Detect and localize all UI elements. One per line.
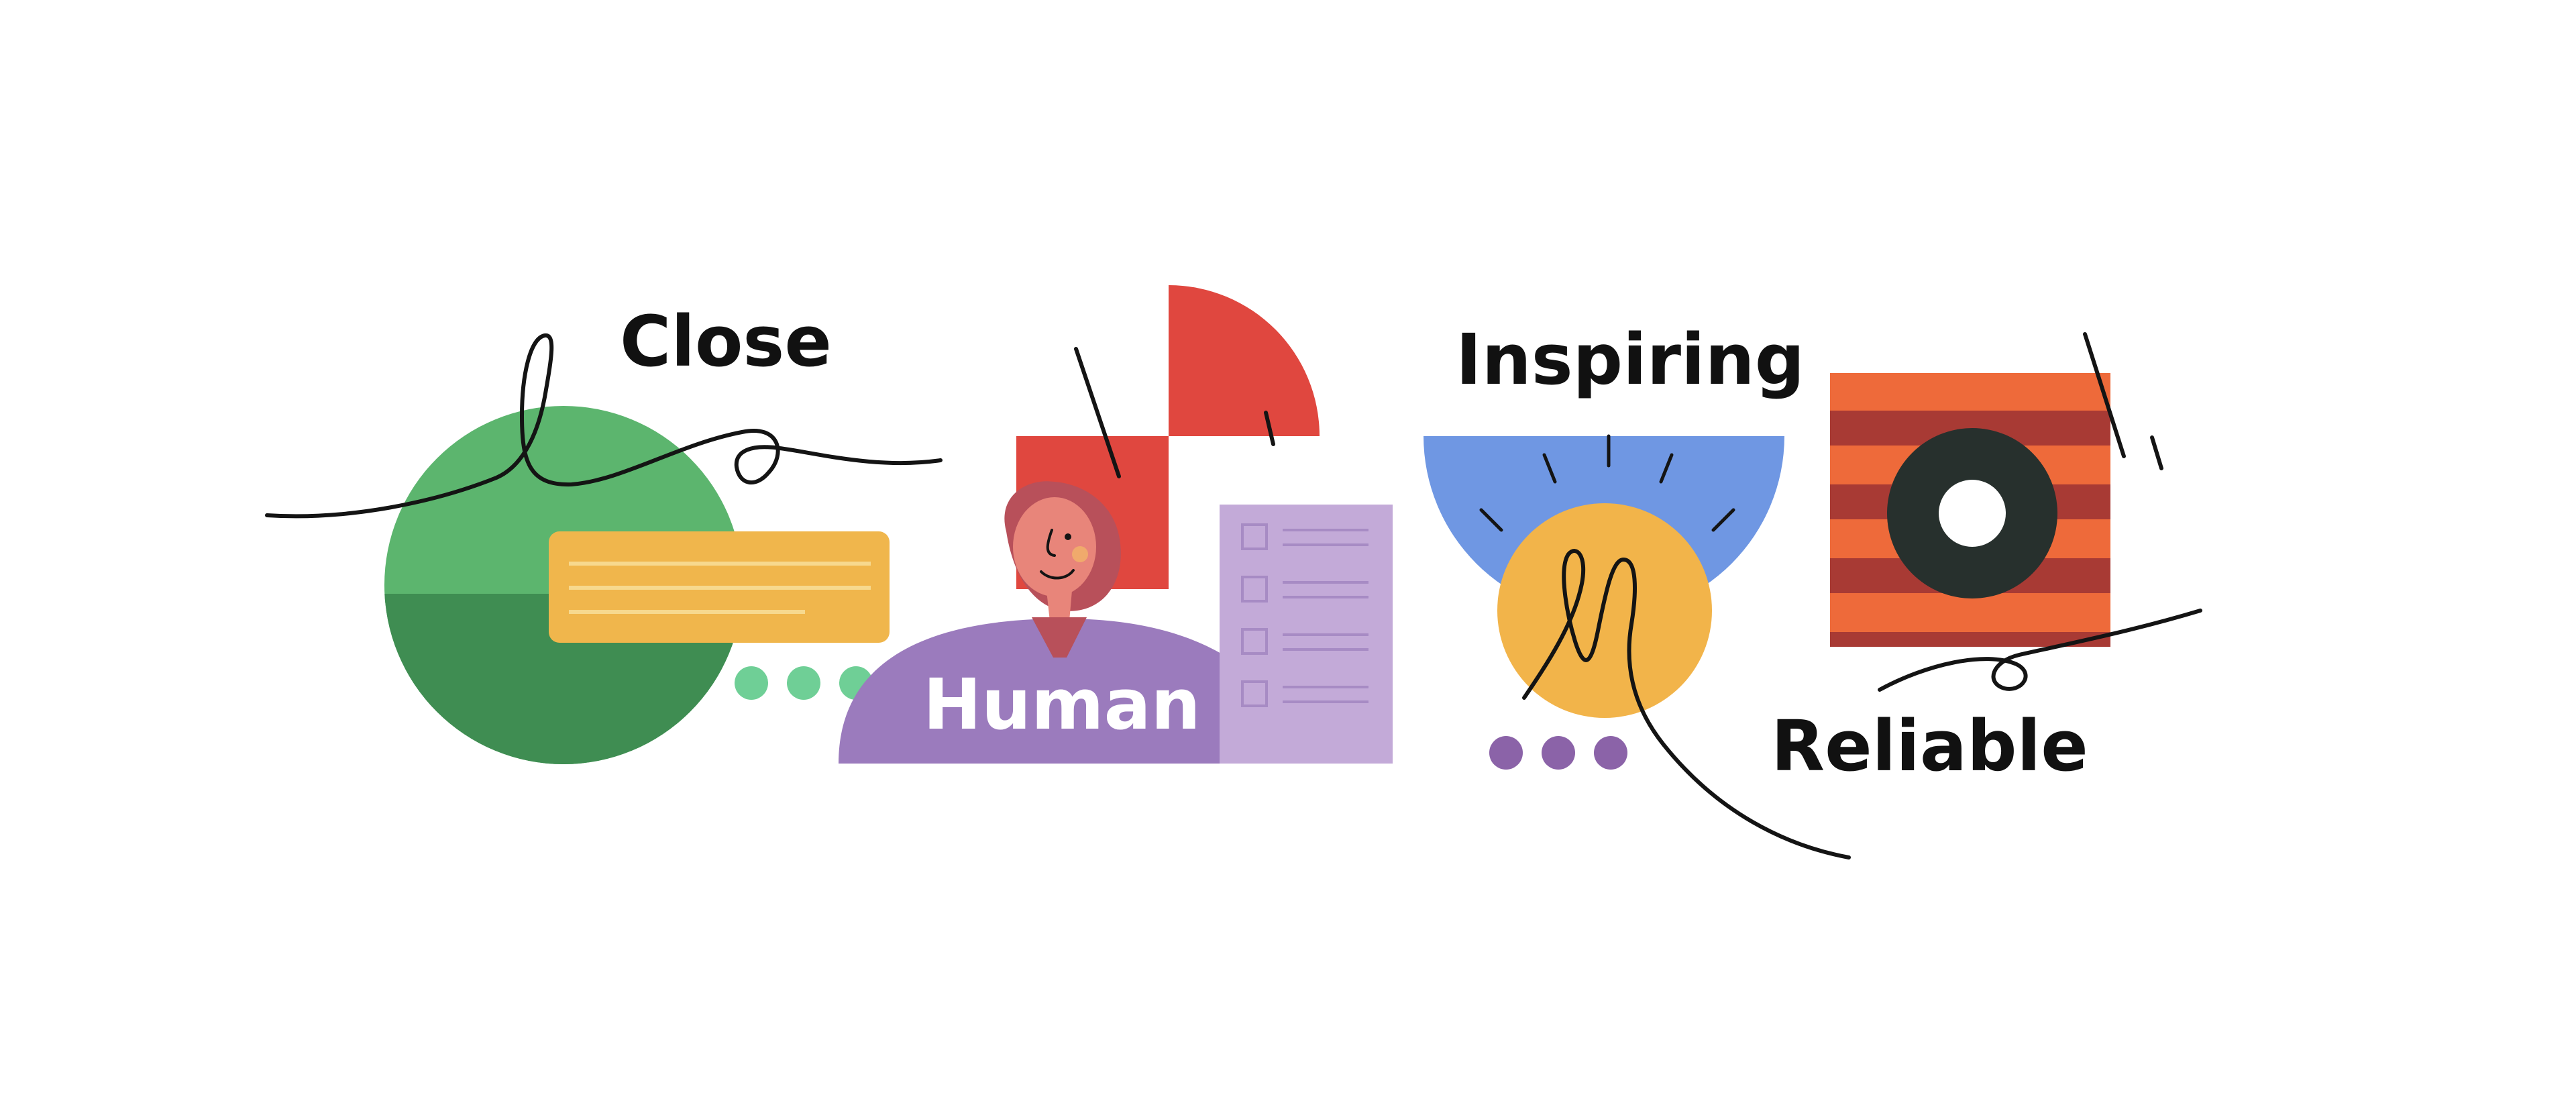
checkbox-4 bbox=[1241, 680, 1268, 707]
human-stroke-long bbox=[1074, 347, 1121, 478]
typing-dot-1 bbox=[735, 666, 768, 700]
reliable-stroke-short bbox=[2150, 435, 2163, 470]
close-squiggle-line bbox=[265, 333, 943, 519]
gold-bulb bbox=[1497, 503, 1712, 718]
person-cheek bbox=[1072, 546, 1088, 562]
human-label: Human bbox=[923, 664, 1201, 745]
purple-dome bbox=[839, 619, 1308, 764]
human-stroke-short bbox=[1264, 411, 1275, 446]
purple-dot-3 bbox=[1594, 736, 1627, 770]
purple-dot-2 bbox=[1542, 736, 1575, 770]
red-quarter-circle bbox=[1169, 285, 1320, 436]
person-face bbox=[1013, 497, 1096, 596]
record-hole bbox=[1939, 480, 2006, 547]
person-smile bbox=[1040, 569, 1075, 580]
reliable-squiggle-line bbox=[1878, 609, 2202, 692]
inspiring-illustration: Inspiring bbox=[1424, 319, 1851, 859]
reliable-stroke-long bbox=[2083, 332, 2126, 458]
person-eye bbox=[1065, 533, 1071, 540]
checkbox-2 bbox=[1241, 576, 1268, 603]
light-rays bbox=[1479, 434, 1735, 532]
checkbox-1 bbox=[1241, 523, 1268, 550]
person-figure bbox=[1004, 481, 1121, 658]
close-illustration: Close bbox=[265, 301, 943, 764]
reliable-illustration: Reliable bbox=[1771, 332, 2202, 787]
human-illustration: Human bbox=[839, 285, 1393, 764]
inspiring-label: Inspiring bbox=[1456, 319, 1805, 401]
checklist-items bbox=[1241, 523, 1368, 707]
person-collar bbox=[1032, 617, 1087, 658]
person-nose bbox=[1046, 529, 1056, 557]
reliable-label: Reliable bbox=[1771, 705, 2088, 787]
checkbox-3 bbox=[1241, 628, 1268, 655]
close-label: Close bbox=[620, 301, 832, 382]
purple-dot-1 bbox=[1489, 736, 1523, 770]
typing-dot-2 bbox=[787, 666, 820, 700]
inspiring-squiggle-line bbox=[1522, 549, 1851, 859]
